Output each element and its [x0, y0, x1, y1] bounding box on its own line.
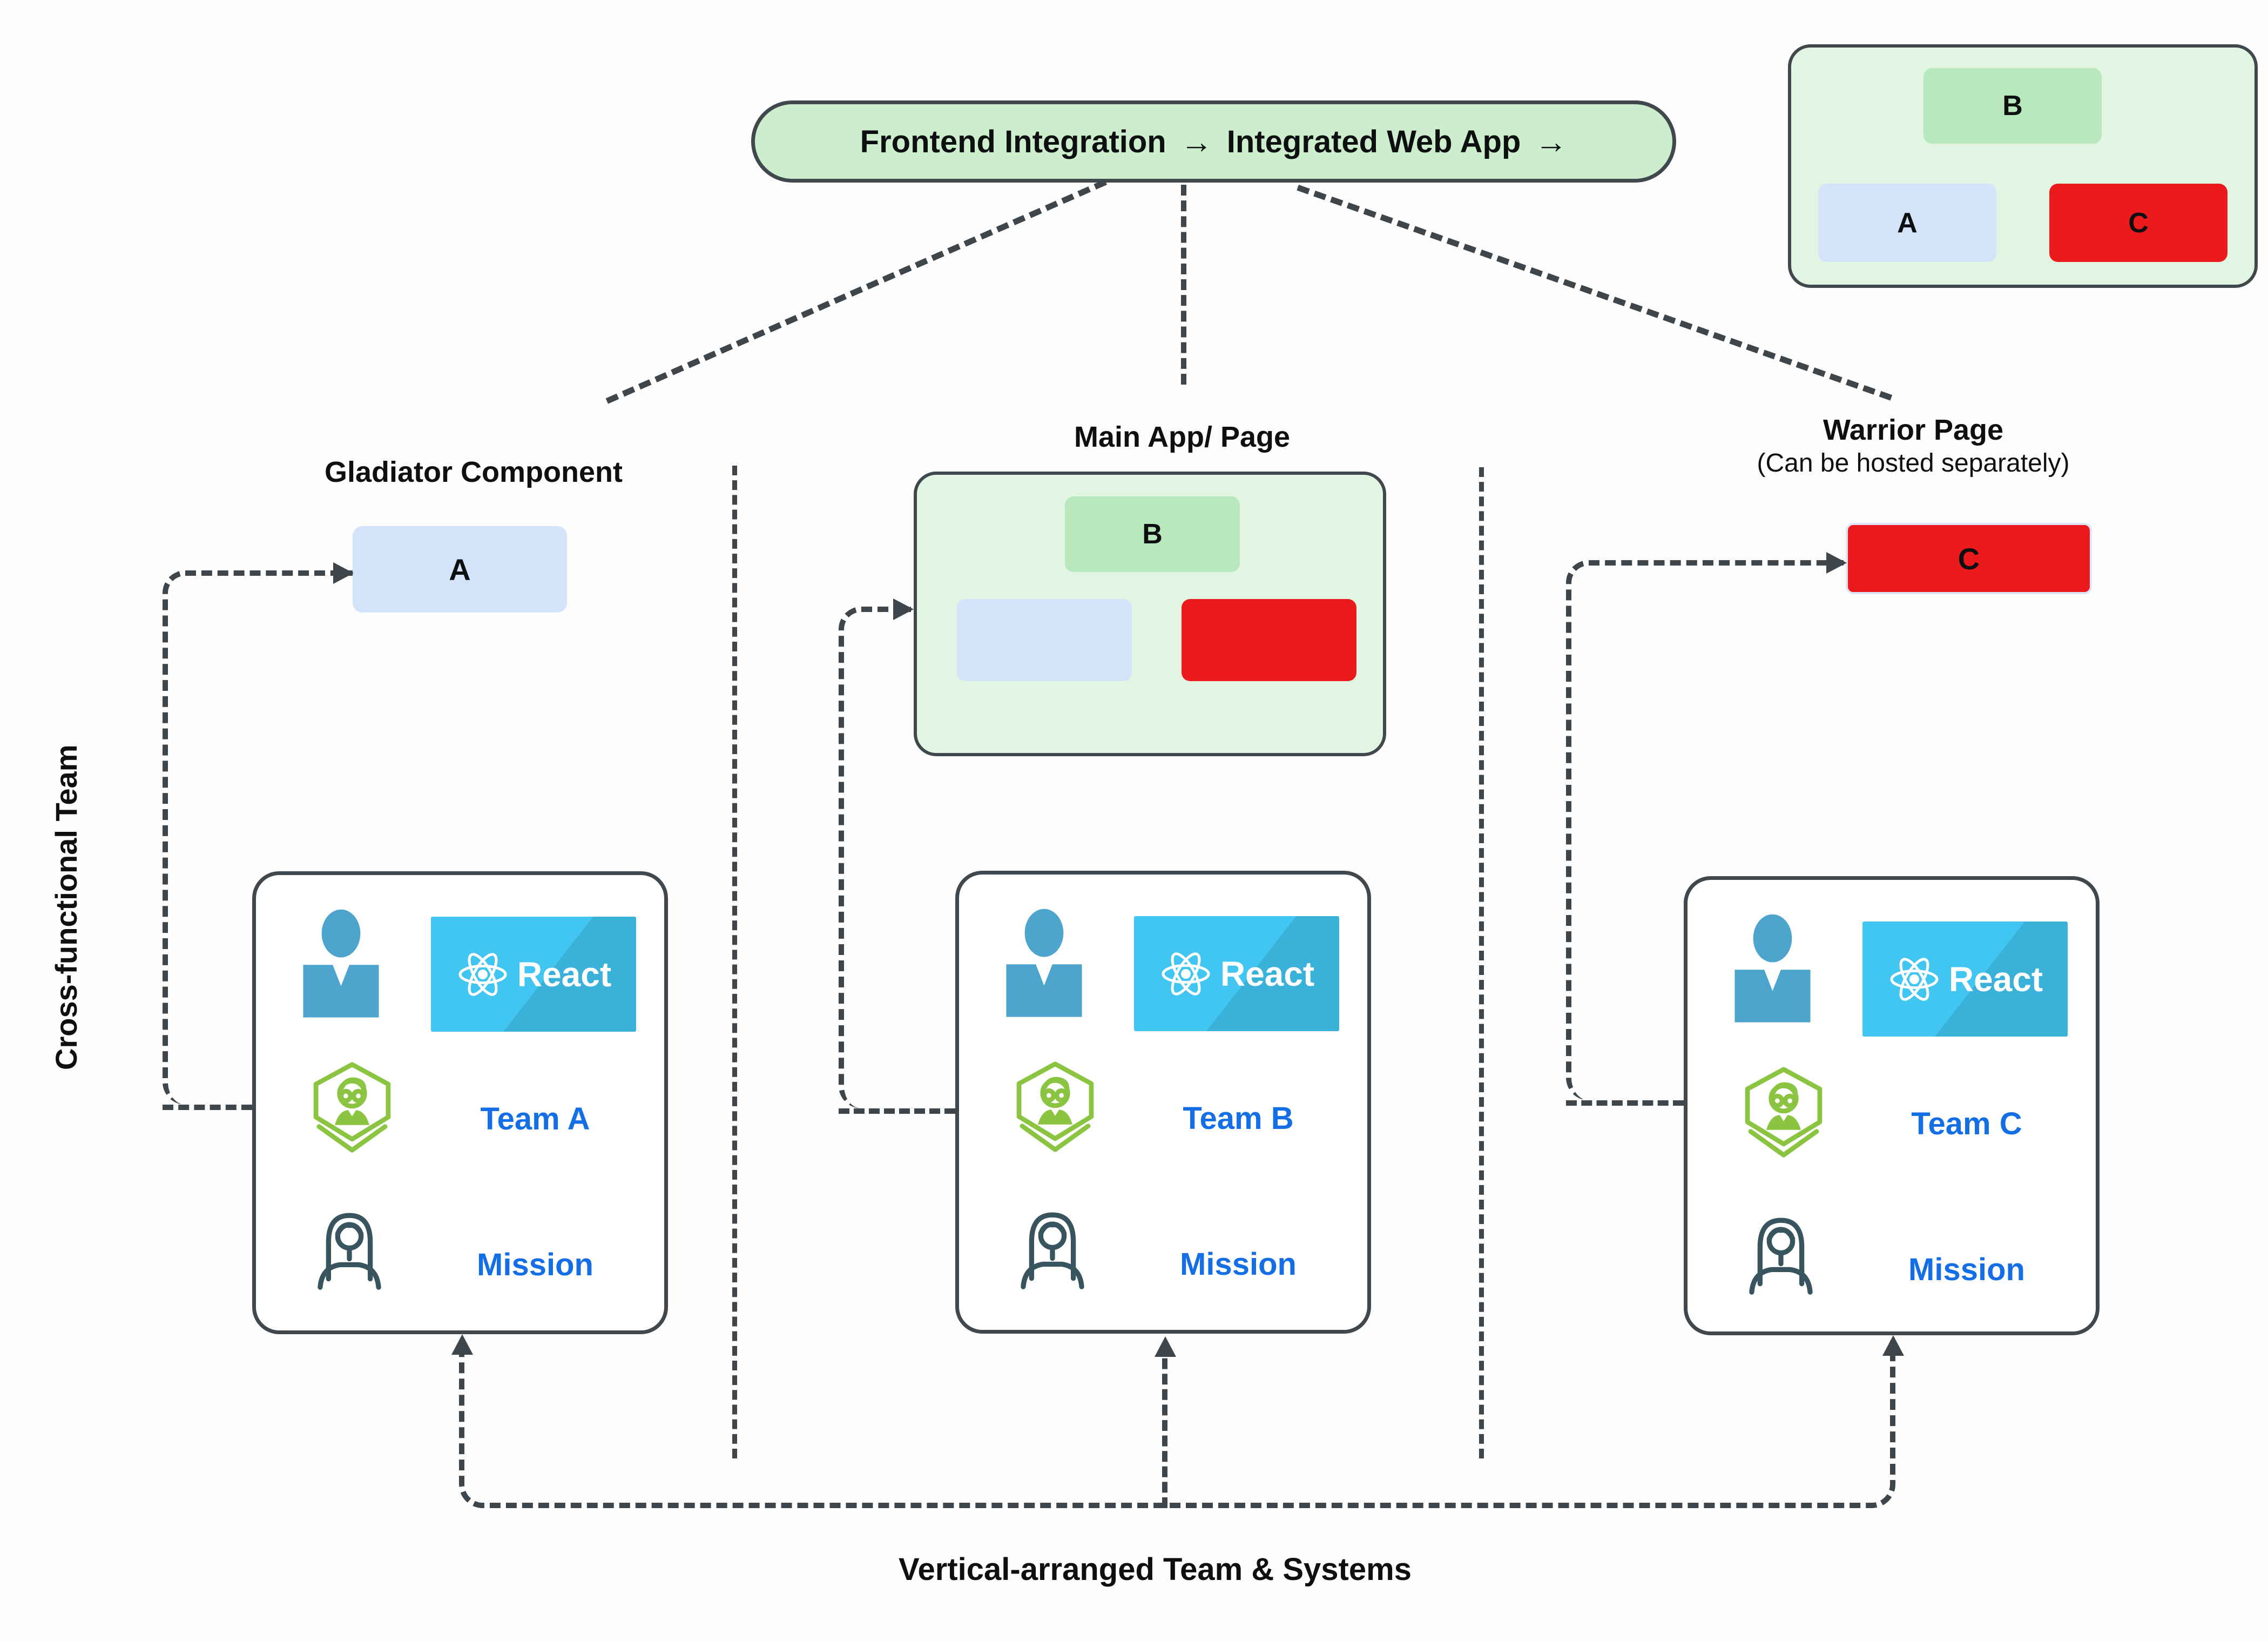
warrior-column-title: Warrior Page: [1823, 414, 2004, 446]
overview-fragment-a: A: [1818, 184, 1996, 262]
overview-fragment-c: C: [2049, 184, 2228, 262]
team-a-to-component-connector: [163, 570, 353, 1105]
react-framework-badge: React: [431, 917, 636, 1032]
react-atom-icon: [1890, 957, 1939, 1001]
mission-label: Mission: [477, 1247, 593, 1282]
arrowhead-into-team-b-card: [1155, 1336, 1176, 1357]
arrowhead-into-component-c: [1826, 552, 1847, 574]
mainapp-fragment-b: B: [1065, 496, 1240, 572]
column-divider-right: [1479, 467, 1484, 1458]
integrated-app-overview-box: B A C: [1788, 44, 2258, 288]
right-arrow-glyph: →: [1180, 123, 1213, 160]
fragment-c-label: C: [2128, 207, 2149, 239]
team-name-label: Team C: [1911, 1106, 2022, 1141]
person-icon: [1006, 909, 1082, 1017]
cross-functional-team-axis-label: Cross-functional Team: [49, 744, 83, 1071]
team-name-label: Team A: [480, 1101, 590, 1136]
overview-fragment-b: B: [1923, 68, 2102, 144]
pill-text-frontend-integration: Frontend Integration: [860, 124, 1166, 159]
person-icon: [303, 909, 379, 1018]
react-framework-badge: React: [1862, 922, 2068, 1037]
component-a-box: A: [353, 526, 567, 613]
frontend-integration-pill: Frontend Integration → Integrated Web Ap…: [751, 100, 1676, 183]
developer-hexagon-icon: [1016, 1061, 1094, 1152]
warrior-column-subtitle: (Can be hosted separately): [1757, 449, 2070, 477]
team-name-label: Team B: [1183, 1101, 1294, 1136]
mainapp-column-title: Main App/ Page: [1074, 421, 1291, 453]
bottom-bracket-middle-stub: [1162, 1343, 1167, 1508]
team-a-connector-stub: [163, 1105, 252, 1110]
team-b-card: React Team B Mission: [955, 871, 1371, 1334]
woman-icon: [318, 1213, 381, 1290]
fragment-b-label: B: [2002, 90, 2023, 122]
team-b-connector-stub: [839, 1108, 955, 1114]
developer-hexagon-icon: [313, 1062, 391, 1153]
pill-text-integrated-web-app: Integrated Web App: [1226, 124, 1521, 159]
component-c-label: C: [1958, 541, 1980, 576]
column-divider-left: [732, 466, 737, 1458]
mainapp-fragment-a-slot: [957, 599, 1132, 681]
main-app-container: B: [914, 472, 1386, 756]
arrowhead-into-component-a: [333, 562, 354, 584]
mission-label: Mission: [1908, 1252, 2025, 1287]
react-atom-icon: [458, 952, 507, 996]
vertical-arranged-caption: Vertical-arranged Team & Systems: [899, 1552, 1412, 1587]
team-c-connector-stub: [1566, 1100, 1684, 1106]
gladiator-column-title: Gladiator Component: [325, 456, 623, 488]
mainapp-fragment-c-slot: [1182, 599, 1356, 681]
arrowhead-into-team-a-card: [451, 1334, 473, 1355]
right-arrow-glyph: →: [1535, 123, 1568, 160]
team-b-to-mainapp-connector: [839, 607, 911, 1108]
react-label: React: [1220, 954, 1315, 993]
team-c-to-component-connector: [1566, 560, 1846, 1100]
react-label: React: [1948, 959, 2043, 999]
pill-to-mainapp-dashed-line: [1181, 185, 1186, 385]
team-c-card: React Team C Mission: [1684, 876, 2100, 1335]
mission-label: Mission: [1180, 1247, 1297, 1282]
arrowhead-into-team-c-card: [1882, 1335, 1904, 1356]
component-b-label: B: [1142, 519, 1163, 550]
person-icon: [1734, 914, 1811, 1023]
react-atom-icon: [1162, 952, 1210, 996]
team-a-card: React Team A Mission: [252, 871, 668, 1334]
pill-to-gladiator-dashed-line: [605, 179, 1107, 404]
react-framework-badge: React: [1134, 916, 1339, 1031]
component-a-label: A: [449, 552, 471, 587]
woman-icon: [1021, 1212, 1084, 1289]
fragment-a-label: A: [1897, 207, 1918, 239]
developer-hexagon-icon: [1745, 1067, 1823, 1158]
component-c-box: C: [1846, 523, 2092, 594]
woman-icon: [1749, 1218, 1813, 1295]
bottom-systems-bracket: [459, 1341, 1895, 1508]
react-label: React: [517, 954, 612, 994]
arrowhead-into-mainapp: [893, 598, 914, 620]
